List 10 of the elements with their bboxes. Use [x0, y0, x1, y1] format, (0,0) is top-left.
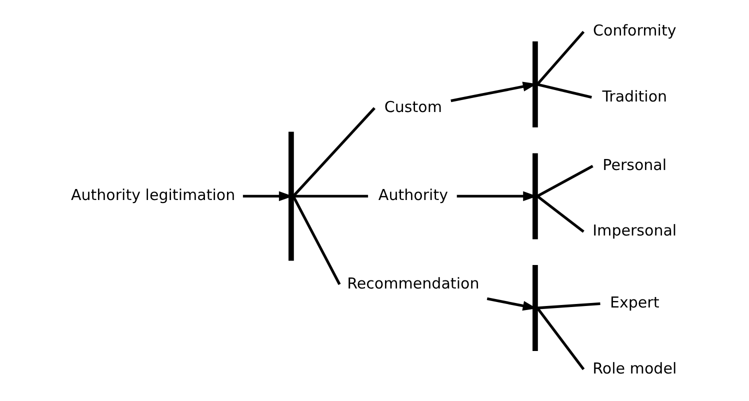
node-text: Tradition: [602, 87, 668, 106]
node-text: Personal: [602, 156, 667, 174]
node-text: Custom: [384, 98, 442, 116]
node-text: Authority: [378, 186, 448, 204]
node-text: Impersonal: [592, 222, 677, 240]
node-text: Authority legitimation: [70, 186, 236, 204]
node-text: Conformity: [593, 22, 676, 40]
node-text: Expert: [610, 294, 660, 312]
node-text: Role model: [592, 359, 677, 378]
node-text: Recommendation: [347, 274, 480, 292]
